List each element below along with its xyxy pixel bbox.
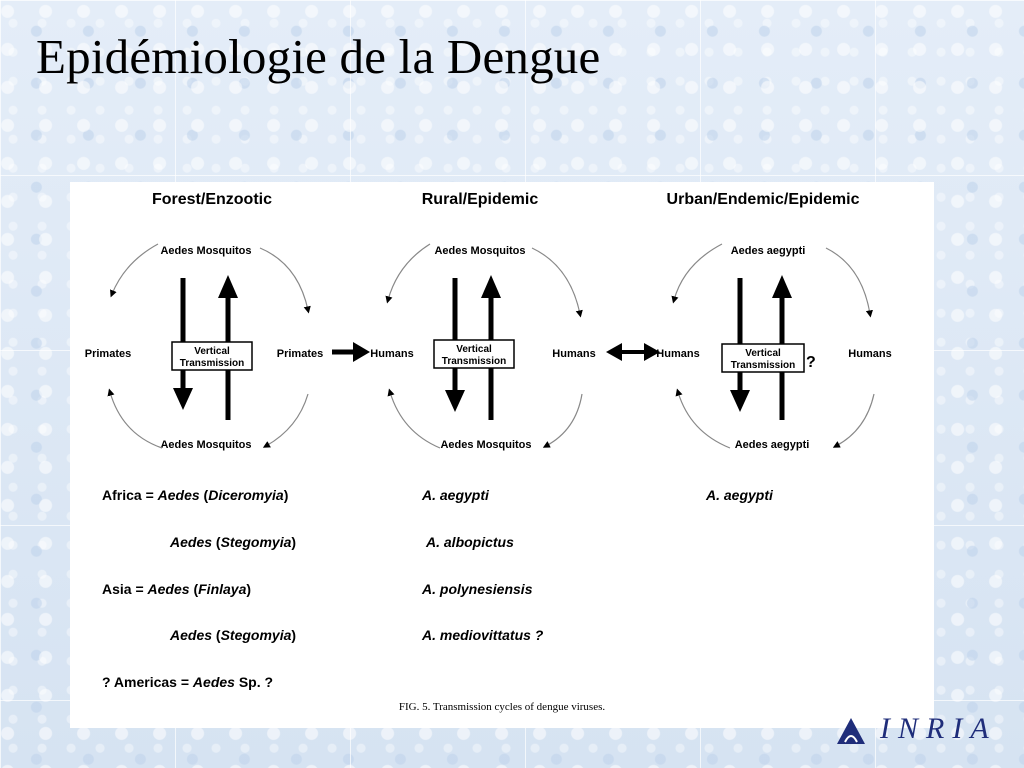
species-row: A. albopictus <box>425 534 514 550</box>
species-row: Africa = Aedes (Diceromyia) <box>102 487 288 503</box>
logo-triangle <box>837 718 865 744</box>
node-left: Humans <box>370 348 413 360</box>
node-left: Humans <box>656 348 699 360</box>
species-row: Aedes (Stegomyia) <box>169 534 296 550</box>
curve-arrow <box>387 388 441 449</box>
transmission-cycles-figure: Forest/Enzootic Rural/Epidemic Urban/End… <box>70 182 934 728</box>
node-top: Aedes Mosquitos <box>160 245 251 257</box>
arrow-up-head <box>481 275 501 298</box>
box-line-1: Vertical <box>194 346 230 357</box>
vertical-transmission-box <box>721 343 805 373</box>
cycles-diagram: Forest/Enzootic Rural/Epidemic Urban/End… <box>85 191 892 713</box>
species-col-forest: Africa = Aedes (Diceromyia) Aedes (Stego… <box>102 487 296 690</box>
arrow-down-head <box>173 388 193 410</box>
curve-arrow <box>259 247 311 314</box>
node-bottom: Aedes Mosquitos <box>440 439 531 451</box>
arrow-up-head <box>218 275 238 298</box>
curve-arrow <box>832 393 875 448</box>
cycle-urban: Aedes aegypti Aedes aegypti Humans Human… <box>656 243 892 451</box>
node-bottom: Aedes Mosquitos <box>160 439 251 451</box>
heading-rural: Rural/Epidemic <box>422 191 539 208</box>
logo-swoosh <box>844 735 858 743</box>
curve-arrow <box>542 393 583 448</box>
node-top: Aedes Mosquitos <box>434 245 525 257</box>
box-line-2: Transmission <box>442 356 506 367</box>
link-arrow-head <box>353 342 370 362</box>
node-left: Primates <box>85 348 131 360</box>
curve-arrow <box>825 247 873 318</box>
box-line-1: Vertical <box>745 348 781 359</box>
box-question-mark: ? <box>806 354 816 371</box>
box-line-2: Transmission <box>731 360 795 371</box>
node-bottom: Aedes aegypti <box>735 439 810 451</box>
vertical-transmission-box <box>171 341 253 371</box>
node-right: Humans <box>848 348 891 360</box>
heading-urban: Urban/Endemic/Epidemic <box>667 191 860 208</box>
species-row: Asia = Aedes (Finlaya) <box>102 581 251 597</box>
node-top: Aedes aegypti <box>731 245 806 257</box>
node-right: Primates <box>277 348 323 360</box>
species-col-rural: A. aegypti A. albopictus A. polynesiensi… <box>421 487 544 643</box>
link-arrow-head-right <box>644 343 660 361</box>
species-row: Aedes (Stegomyia) <box>169 627 296 643</box>
slide-title: Epidémiologie de la Dengue <box>36 29 601 84</box>
inria-logo-icon <box>837 718 865 744</box>
node-right: Humans <box>552 348 595 360</box>
curve-arrow <box>262 393 309 448</box>
curve-arrow <box>671 243 723 304</box>
curve-arrow <box>675 388 731 449</box>
species-col-urban: A. aegypti <box>705 487 774 503</box>
arrow-up-head <box>772 275 792 298</box>
species-row: A. mediovittatus ? <box>421 627 544 643</box>
cycle-forest: Aedes Mosquitos Aedes Mosquitos Primates… <box>85 243 323 451</box>
species-row: A. polynesiensis <box>421 581 533 597</box>
logo-text: INRIA <box>880 712 997 745</box>
cycle-rural: Aedes Mosquitos Aedes Mosquitos Humans H… <box>370 243 596 451</box>
heading-forest: Forest/Enzootic <box>152 191 272 208</box>
species-row: ? Americas = Aedes Sp. ? <box>102 674 273 690</box>
link-arrow-head-left <box>606 343 622 361</box>
species-row: A. aegypti <box>705 487 774 503</box>
curve-arrow <box>531 247 583 318</box>
curve-arrow <box>385 243 431 304</box>
species-row: A. aegypti <box>421 487 490 503</box>
figure-caption: FIG. 5. Transmission cycles of dengue vi… <box>399 701 605 713</box>
arrow-down-head <box>730 390 750 412</box>
box-line-1: Vertical <box>456 344 492 355</box>
box-line-2: Transmission <box>180 358 244 369</box>
curve-arrow <box>110 243 159 298</box>
arrow-down-head <box>445 390 465 412</box>
vertical-transmission-box <box>433 339 515 369</box>
curve-arrow <box>107 388 163 449</box>
